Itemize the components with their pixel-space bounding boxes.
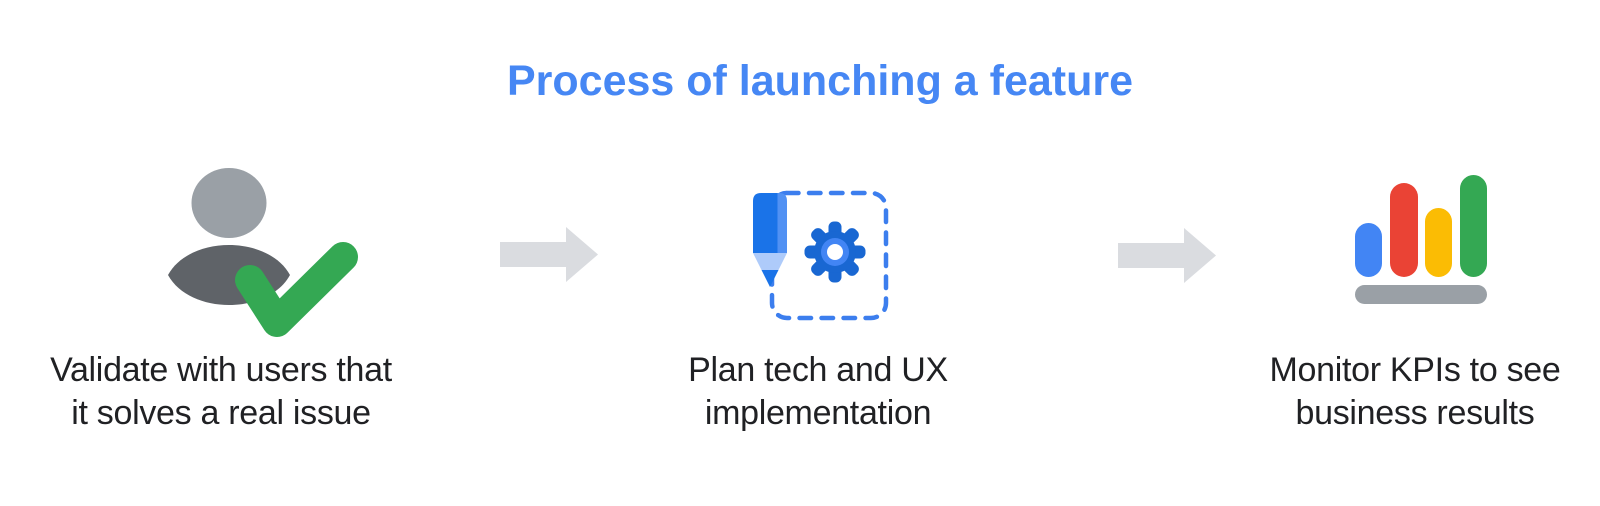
arrow-right-icon (500, 227, 598, 282)
step-label-plan: Plan tech and UX implementation (620, 349, 1016, 435)
arrow-right-icon (1118, 228, 1216, 283)
pencil-gear-icon (753, 190, 889, 321)
bar-blue (1355, 223, 1382, 277)
check-mark-icon (235, 242, 358, 337)
pencil-tip (761, 270, 779, 287)
label-line: Monitor KPIs to see (1269, 351, 1561, 389)
arrow-shape (1118, 228, 1216, 283)
label-line: Validate with users that (50, 351, 392, 389)
step-label-validate: Validate with users that it solves a rea… (25, 349, 417, 435)
person-head (191, 168, 267, 238)
chart-baseline (1355, 285, 1487, 304)
pencil-body (753, 193, 787, 253)
label-line: business results (1295, 394, 1535, 432)
step-label-monitor: Monitor KPIs to see business results (1213, 349, 1600, 435)
gear-icon (804, 221, 866, 283)
bar-red (1390, 183, 1418, 277)
label-line: it solves a real issue (71, 394, 371, 432)
label-line: Plan tech and UX (688, 351, 948, 389)
label-line: implementation (704, 394, 932, 432)
pencil-wood (753, 253, 787, 270)
arrow-shape (500, 227, 598, 282)
gear-hole (827, 244, 843, 260)
user-check-icon (168, 168, 358, 337)
diagram-title: Process of launching a feature (506, 57, 1134, 105)
bar-yellow (1425, 208, 1452, 277)
bar-chart-icon (1355, 175, 1487, 304)
bar-green (1460, 175, 1487, 277)
